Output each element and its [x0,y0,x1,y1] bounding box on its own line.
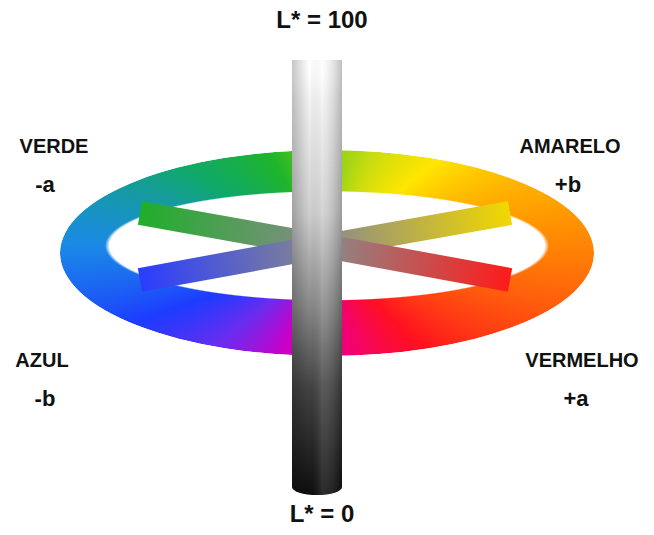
axis-label: L* = 0 [290,502,355,526]
axis-label: -a [35,174,55,196]
axis-label: +b [555,174,581,196]
axis-label: AMARELO [519,136,620,156]
red-spoke [325,246,510,280]
axis-label: -b [35,388,56,410]
axis-label: VERMELHO [525,350,638,370]
cylinder-shading [292,60,342,495]
gray-cylinder [292,60,342,495]
axis-label: VERDE [20,136,89,156]
axis-label: AZUL [15,350,68,370]
axis-label: L* = 100 [276,8,367,32]
axis-label: +a [563,388,588,410]
